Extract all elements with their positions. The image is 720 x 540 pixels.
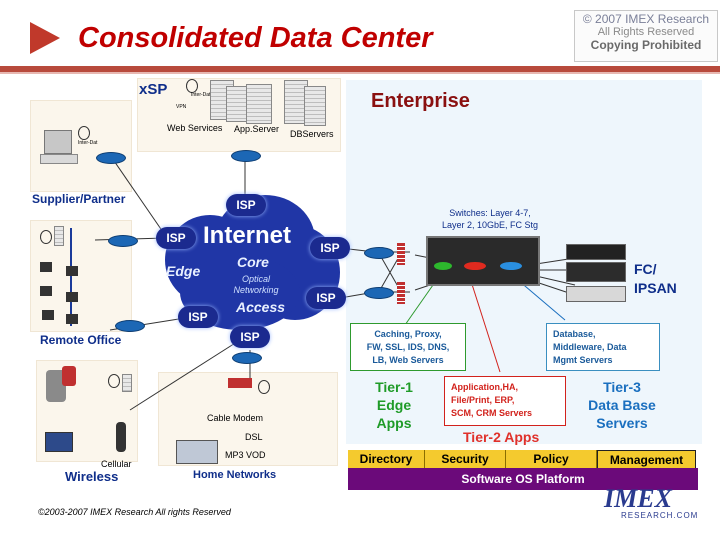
set-top-box-icon	[176, 440, 218, 464]
firewall-icon	[397, 282, 405, 304]
supplier-partner-label: Supplier/Partner	[32, 192, 126, 206]
lock-icon	[186, 79, 198, 93]
access-router-icon	[232, 352, 262, 364]
page-title: Consolidated Data Center	[78, 22, 433, 54]
isp-node-bottom: ISP	[230, 326, 270, 348]
cable-modem-label: Cable Modem	[207, 413, 264, 423]
keyboard-icon	[40, 154, 78, 164]
imex-logo: IMEX	[604, 484, 672, 513]
laptop-icon	[45, 432, 73, 452]
db-servers-label: DBServers	[290, 129, 334, 139]
web-services-label: Web Services	[167, 123, 223, 133]
tier1-box: Caching, Proxy, FW, SSL, IDS, DNS, LB, W…	[350, 323, 466, 371]
storage-array-icon	[566, 244, 626, 260]
management-cell: Management	[597, 450, 696, 469]
tier2-label: Tier-2 Apps	[463, 429, 540, 445]
switches-label: Switches: Layer 4-7, Layer 2, 10GbE, FC …	[441, 208, 539, 230]
copyright-line-1: © 2007 IMEX Research	[582, 12, 710, 26]
remote-router-icon	[115, 320, 145, 332]
remote-router-icon	[108, 235, 138, 247]
imex-logo-sub: RESEARCH.COM	[621, 511, 699, 520]
wireless-label: Wireless	[65, 469, 119, 484]
storage-array-icon	[566, 262, 626, 282]
lock-icon	[108, 374, 120, 388]
copyright-line-3: Copying Prohibited	[590, 38, 702, 52]
tier3-box: Database, Middleware, Data Mgmt Servers	[546, 323, 660, 371]
internet-label: Internet	[203, 222, 292, 249]
xsp-router-icon	[231, 150, 261, 162]
security-cell: Security	[425, 450, 506, 468]
switch-chassis-icon	[426, 236, 540, 286]
pc-icon	[66, 266, 78, 276]
core-label: Core	[237, 254, 269, 270]
tier2-box-text: Application,HA, File/Print, ERP, SCM, CR…	[451, 382, 533, 418]
isp-node-left: ISP	[156, 227, 196, 249]
header-rule	[0, 66, 720, 72]
server-icon	[54, 226, 64, 246]
optical-networking-label: Optical Networking	[233, 274, 279, 295]
xsp-vpn-tag: VPN	[176, 104, 187, 110]
pc-icon	[42, 310, 54, 320]
footer-copyright: ©2003-2007 IMEX Research All rights Rese…	[38, 507, 231, 517]
isp-node-right-lower: ISP	[306, 287, 346, 309]
home-router-icon	[228, 378, 252, 388]
server-icon	[122, 374, 132, 392]
handheld-icon	[62, 366, 76, 386]
db-server-icon	[304, 86, 326, 126]
tier2-port-icon	[464, 262, 486, 270]
policy-cell: Policy	[506, 450, 597, 468]
home-networks-label: Home Networks	[193, 469, 277, 481]
xsp-label: xSP	[139, 81, 168, 98]
pda-icon	[46, 370, 66, 402]
cellphone-icon	[116, 422, 126, 452]
enterprise-label: Enterprise	[371, 90, 470, 112]
supplier-router-icon	[96, 152, 126, 164]
header-rule-accent	[0, 72, 720, 74]
software-os-platform: Software OS Platform	[348, 468, 698, 490]
web-server-icon	[226, 86, 248, 122]
app-server-label: App.Server	[234, 124, 280, 134]
enterprise-router-icon	[364, 247, 394, 259]
title-arrow-icon	[30, 22, 60, 54]
tier2-box: Application,HA, File/Print, ERP, SCM, CR…	[444, 376, 566, 426]
tier3-port-icon	[500, 262, 522, 270]
lock-icon	[258, 380, 270, 394]
access-label: Access	[236, 299, 286, 315]
fc-ipsan-label: FC/ IPSAN	[634, 261, 677, 296]
cellular-label: Cellular	[101, 459, 132, 469]
pc-icon	[40, 262, 52, 272]
mp3-vod-label: MP3 VOD	[225, 450, 266, 460]
supplier-internet-tag: Inter-Dat	[78, 140, 98, 146]
network-bus-icon	[70, 228, 72, 326]
xsp-internet-tag: Inter-Dat	[191, 92, 211, 98]
isp-node-bottom-left: ISP	[178, 306, 218, 328]
isp-node-right: ISP	[310, 237, 350, 259]
tier1-label: Tier-1 Edge Apps	[375, 379, 413, 431]
dsl-label: DSL	[245, 432, 263, 442]
pc-icon	[66, 292, 78, 302]
storage-array-icon	[566, 286, 626, 302]
pc-icon	[66, 314, 78, 324]
edge-label: Edge	[166, 263, 201, 279]
app-server-icon	[246, 84, 272, 124]
copyright-line-2: All Rights Reserved	[597, 26, 695, 38]
directory-cell: Directory	[348, 450, 425, 468]
isp-node-top: ISP	[226, 194, 266, 216]
remote-office-label: Remote Office	[40, 333, 122, 347]
enterprise-router-icon	[364, 287, 394, 299]
lock-icon	[40, 230, 52, 244]
tier3-label: Tier-3 Data Base Servers	[588, 379, 656, 431]
tier1-box-text: Caching, Proxy, FW, SSL, IDS, DNS, LB, W…	[366, 329, 450, 365]
tier1-port-icon	[434, 262, 452, 270]
firewall-icon	[397, 243, 405, 265]
copyright-box: © 2007 IMEX Research All Rights Reserved…	[574, 10, 718, 62]
pc-icon	[40, 286, 52, 296]
tier3-box-text: Database, Middleware, Data Mgmt Servers	[553, 329, 627, 365]
lock-icon	[78, 126, 90, 140]
computer-icon	[44, 130, 72, 154]
